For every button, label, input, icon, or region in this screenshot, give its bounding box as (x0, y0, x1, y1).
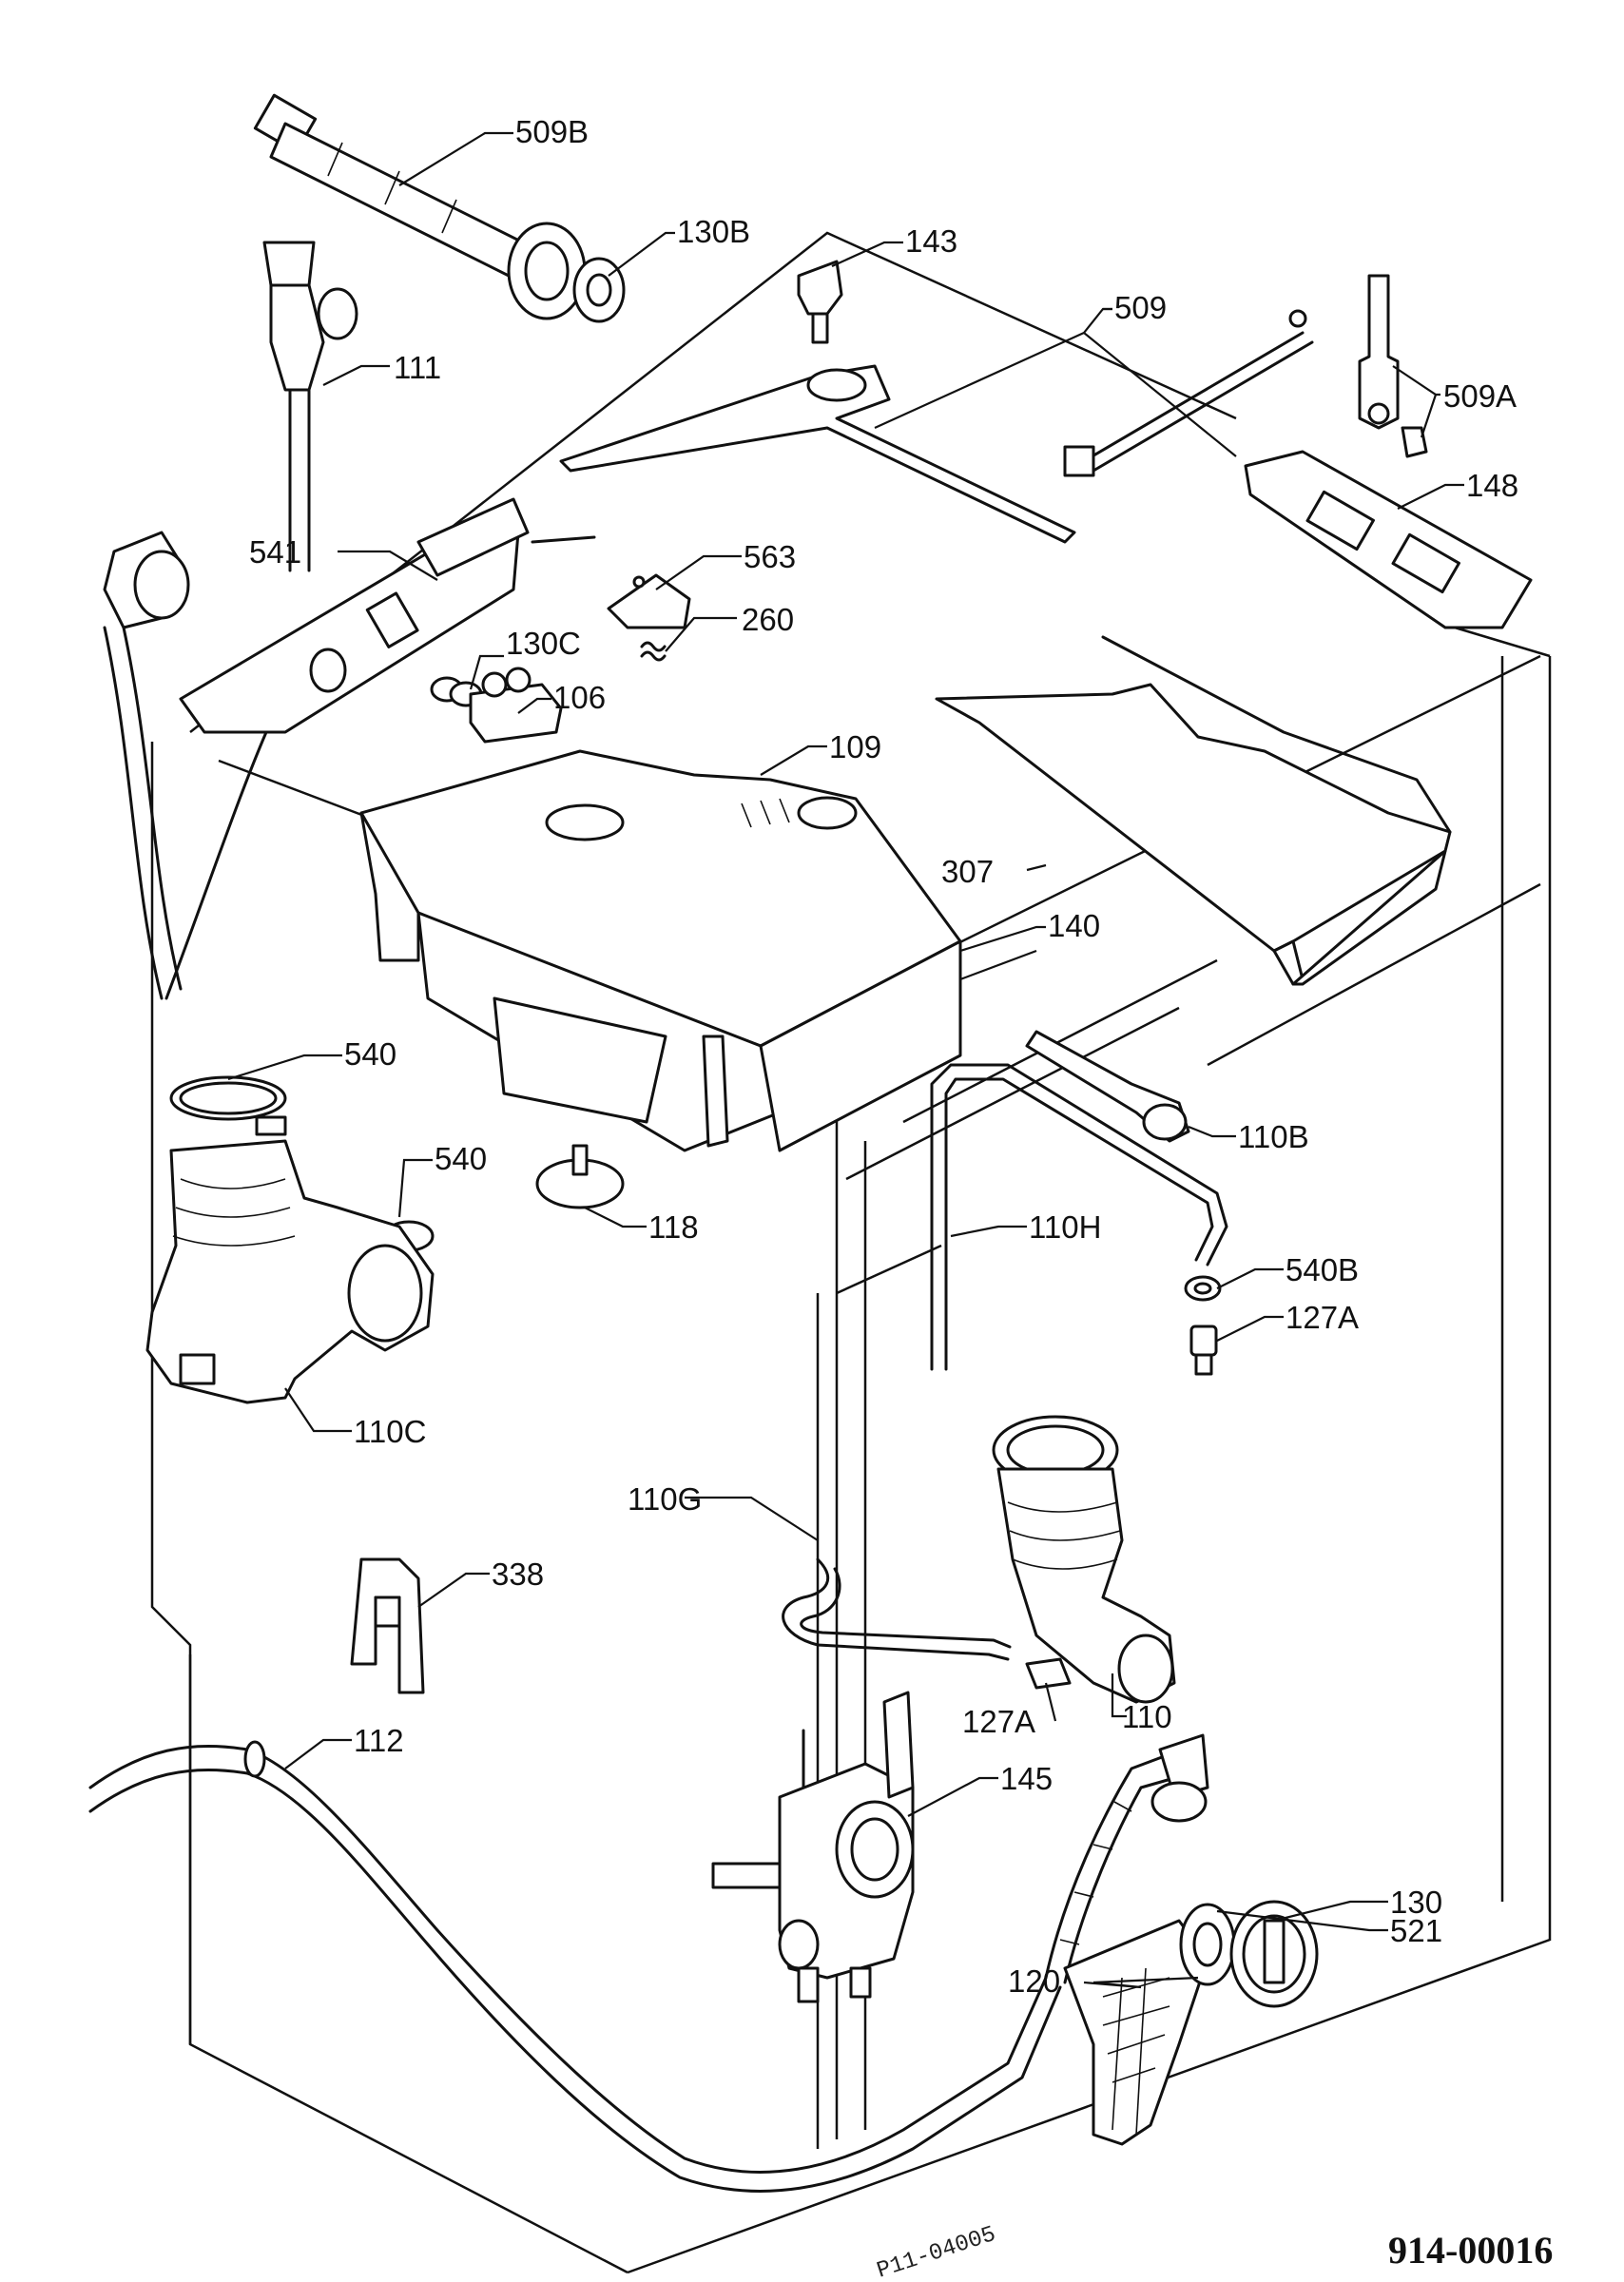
label-110c: 110C (354, 1414, 426, 1449)
label-110g: 110G (628, 1481, 702, 1517)
ring-130 (1179, 1903, 1236, 1986)
label-127a-upper: 127A (1286, 1300, 1359, 1335)
pipe-110h (930, 1063, 1228, 1371)
label-509b: 509B (515, 114, 589, 149)
label-541: 541 (249, 534, 301, 570)
corrugated-hose (1044, 1733, 1209, 1984)
label-112: 112 (354, 1723, 404, 1758)
callout-labels: 509B 130B 143 509 111 509A 148 541 563 2… (249, 114, 1518, 1999)
dispenser-drawer-307 (935, 635, 1452, 986)
label-110b: 110B (1238, 1119, 1309, 1154)
label-106: 106 (553, 680, 606, 715)
label-148: 148 (1466, 468, 1518, 503)
label-111: 111 (394, 350, 441, 385)
spring-260 (640, 641, 667, 662)
label-130: 130 (1390, 1885, 1442, 1920)
gear-118 (535, 1144, 625, 1209)
label-509: 509 (1114, 290, 1167, 325)
bracket-541 (179, 497, 596, 734)
handle-148 (1244, 450, 1533, 629)
clamp-540b (1184, 1275, 1222, 1302)
nipple-127a-lower (1025, 1657, 1072, 1690)
hose-110g (782, 1557, 1012, 1661)
pump-145 (711, 1691, 915, 2003)
label-120: 120 (1008, 1963, 1060, 1999)
label-130b: 130B (677, 214, 750, 249)
label-563: 563 (744, 539, 796, 574)
cap-521 (1229, 1900, 1319, 2008)
label-338: 338 (492, 1557, 544, 1592)
hose-110b (1025, 1030, 1190, 1143)
inlet-pipe-509b (253, 93, 587, 320)
rod-509 (1063, 309, 1314, 477)
drawing-stamp: P11-04005 (874, 2222, 999, 2282)
elbow-hose (103, 531, 268, 1000)
clip-338 (350, 1557, 425, 1694)
label-109: 109 (829, 729, 881, 764)
label-521: 521 (1390, 1913, 1442, 1948)
label-143: 143 (905, 223, 957, 259)
spray-arm-509 (559, 364, 1076, 544)
detergent-housing-109 (359, 749, 962, 1152)
valve-106 (469, 667, 563, 744)
label-540-mid: 540 (435, 1141, 487, 1176)
label-260: 260 (742, 602, 794, 637)
leader-lines (227, 131, 1464, 1989)
label-140: 140 (1048, 908, 1100, 943)
drain-hose-112 (88, 1740, 1062, 2193)
clamp-540-large (169, 1075, 287, 1136)
knob-143 (797, 260, 843, 344)
label-540-top: 540 (344, 1036, 396, 1072)
elbow-hose-110 (992, 1415, 1176, 1704)
nut-130b (572, 257, 626, 323)
label-110h: 110H (1029, 1209, 1101, 1245)
label-540b: 540B (1286, 1252, 1359, 1287)
lever-509a (1358, 274, 1428, 458)
inlet-valve-111 (262, 241, 358, 572)
label-127a-lower: 127A (962, 1704, 1035, 1739)
label-118: 118 (648, 1209, 699, 1245)
label-509a: 509A (1443, 378, 1517, 414)
sheet-number: 914-00016 (1388, 2229, 1553, 2272)
cover-563 (607, 573, 691, 629)
label-110: 110 (1122, 1699, 1172, 1734)
label-307: 307 (941, 854, 994, 889)
sump-hose-110c (145, 1139, 435, 1404)
label-145: 145 (1000, 1761, 1053, 1796)
nipple-127a-upper (1189, 1325, 1218, 1376)
label-130c: 130C (506, 626, 581, 661)
